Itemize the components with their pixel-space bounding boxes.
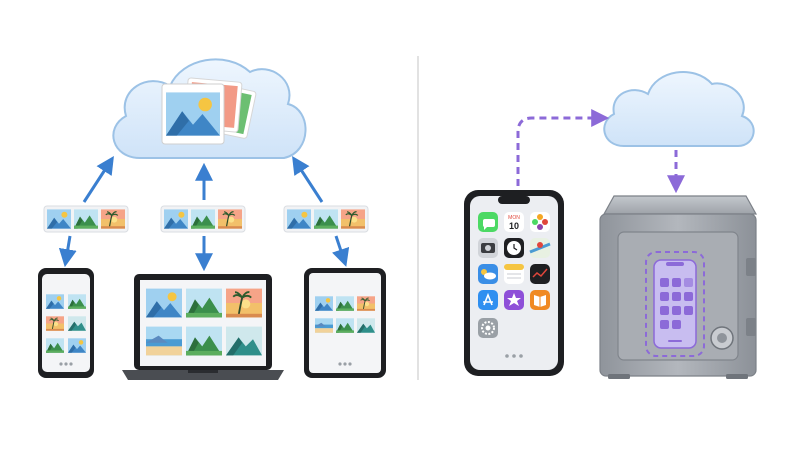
maps-icon — [529, 238, 551, 258]
photos-app-icon — [530, 212, 550, 232]
clock-icon — [504, 238, 524, 258]
photo-mountain-sun-icon — [287, 209, 311, 229]
photo-palm-sunset-icon — [101, 209, 125, 229]
phone-home-screen: MON 10 — [464, 190, 564, 376]
app-store-icon — [478, 290, 498, 310]
photo-cloud — [112, 58, 307, 159]
sync-arrow-down-left — [58, 235, 77, 268]
photo-stack-icon — [161, 77, 257, 145]
photo-hills-icon — [191, 209, 215, 229]
photo-hills-icon — [314, 209, 338, 229]
photo-strip-left — [43, 205, 129, 233]
safe-icon — [599, 195, 758, 379]
sync-arrow-up-right — [292, 155, 324, 203]
books-icon — [530, 290, 550, 310]
photo-palm-sunset-icon — [218, 209, 242, 229]
settings-icon — [478, 318, 498, 338]
tablet-icon — [304, 268, 386, 378]
calendar-day: 10 — [509, 221, 519, 231]
weather-icon — [478, 264, 498, 284]
notes-icon — [504, 264, 524, 284]
backup-arrow-phone-to-cloud — [516, 109, 610, 186]
photo-strip-right — [283, 205, 369, 233]
phone-icon — [38, 268, 94, 378]
calendar-icon: MON 10 — [504, 212, 524, 232]
stocks-icon — [530, 264, 550, 284]
photo-strip-center — [160, 205, 246, 233]
backup-cloud-icon — [603, 70, 755, 147]
backed-up-phone-icon — [645, 251, 705, 357]
photo-mountain-sun-icon — [164, 209, 188, 229]
safe-dial-icon — [710, 326, 734, 350]
star-app-icon — [504, 290, 524, 310]
laptop-icon — [122, 274, 284, 380]
photo-palm-sunset-icon — [341, 209, 365, 229]
calendar-weekday: MON — [508, 215, 520, 221]
sync-arrow-down-right — [332, 235, 350, 267]
sync-arrow-up-left — [82, 155, 114, 203]
photo-mountain-sun-icon — [47, 209, 71, 229]
photo-hills-icon — [74, 209, 98, 229]
camera-icon — [478, 238, 498, 258]
